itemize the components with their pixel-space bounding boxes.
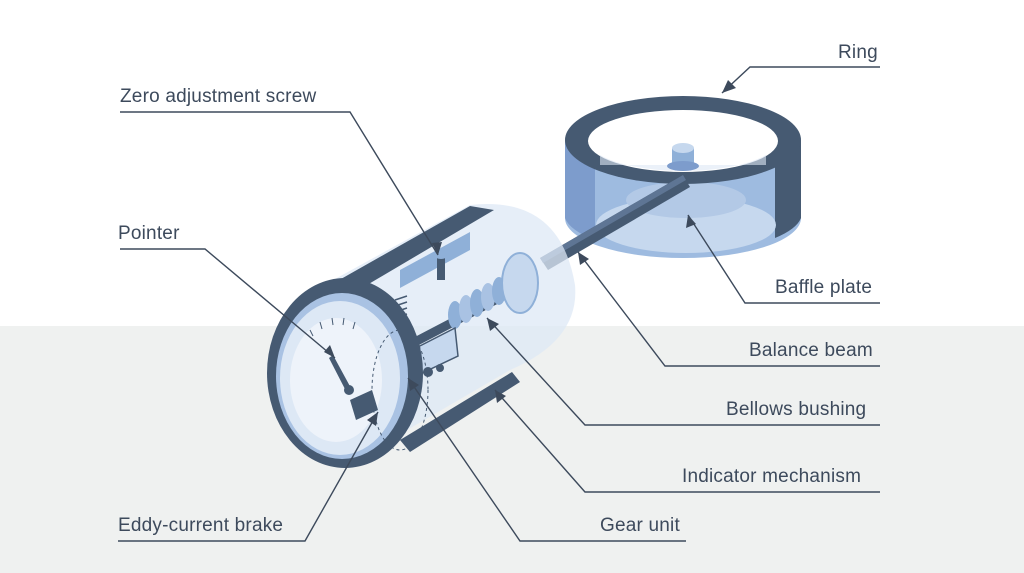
label-balance-beam: Balance beam <box>749 340 873 361</box>
leader-baffle-plate <box>687 214 880 304</box>
arrowhead-baffle-plate <box>686 215 696 228</box>
cylinder-top-strip <box>318 206 494 298</box>
pointer-hub <box>344 385 354 395</box>
front-dial <box>267 278 429 468</box>
leader-bellows-bushing <box>486 317 880 426</box>
leader-arrowheads <box>324 80 736 426</box>
arrowhead-eddy-current-brake <box>367 412 378 426</box>
gear-dashed-outline <box>371 329 429 451</box>
ring-wall-shade-right <box>775 140 801 238</box>
pointer-needle <box>329 355 352 393</box>
label-pointer: Pointer <box>118 223 180 244</box>
cylinder-bottom-strip <box>400 372 520 452</box>
brake-block <box>350 390 378 420</box>
leader-indicator-mechanism <box>494 389 880 493</box>
leader-ring <box>721 66 880 94</box>
label-gear-unit: Gear unit <box>600 515 680 536</box>
ring-assembly <box>565 96 801 258</box>
inner-bracket <box>400 232 470 288</box>
zero-screw-body <box>437 256 445 280</box>
arrowhead-indicator-mechanism <box>495 390 506 403</box>
label-eddy-current-brake: Eddy-current brake <box>118 515 284 536</box>
center-nut-top <box>672 143 694 153</box>
arrowhead-pointer <box>324 345 335 358</box>
label-zero-adjustment-screw: Zero adjustment screw <box>120 86 317 107</box>
arrowhead-gear-unit <box>408 378 419 391</box>
bushing-disc <box>501 252 539 314</box>
leader-lines <box>118 66 880 542</box>
arrowhead-zero-screw <box>432 242 442 255</box>
ring-opening <box>588 110 778 172</box>
label-bellows-bushing: Bellows bushing <box>726 399 867 420</box>
arrowhead-ring <box>722 80 736 93</box>
leader-zero-screw <box>120 111 439 256</box>
bellows <box>448 277 506 329</box>
dial-inner <box>290 318 382 442</box>
arrowhead-bellows-bushing <box>487 318 499 331</box>
beam-highlight <box>540 175 686 263</box>
label-baffle-plate: Baffle plate <box>775 277 873 298</box>
leader-gear-unit <box>407 377 686 542</box>
ring-inner-shadow <box>600 155 766 171</box>
center-nut-base <box>667 161 699 171</box>
leader-eddy-current-brake <box>118 411 379 542</box>
balance-beam <box>540 175 690 270</box>
label-indicator-mechanism: Indicator mechanism <box>682 466 862 487</box>
label-ring: Ring <box>838 42 878 63</box>
dial-ticks <box>309 317 356 337</box>
leader-pointer <box>120 248 336 359</box>
arrowhead-balance-beam <box>578 252 589 265</box>
leader-balance-beam <box>577 251 880 367</box>
